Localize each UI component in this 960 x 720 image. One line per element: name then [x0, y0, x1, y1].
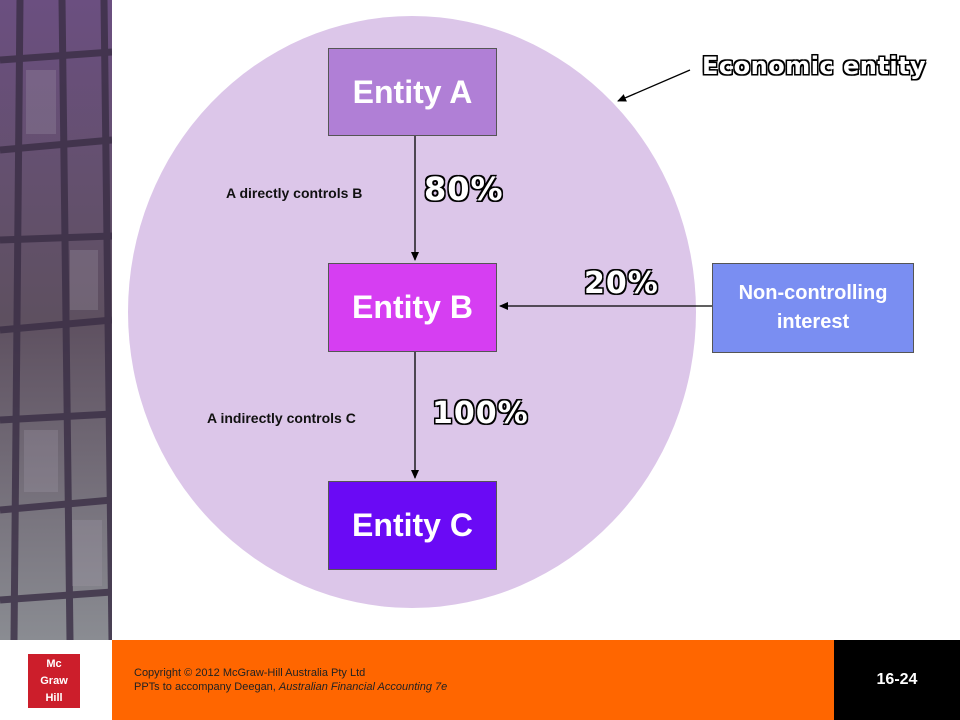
entity-c-box: Entity C [328, 481, 497, 570]
copyright-line1: Copyright © 2012 McGraw-Hill Australia P… [134, 666, 447, 680]
copyright-line2-prefix: PPTs to accompany Deegan, [134, 681, 279, 693]
logo-line1: Mc [28, 656, 80, 673]
entity-b-label: Entity B [352, 289, 473, 326]
page-number: 16-24 [877, 671, 918, 689]
page-number-box: 16-24 [834, 640, 960, 720]
footer-copyright-panel: Copyright © 2012 McGraw-Hill Australia P… [112, 640, 834, 720]
bc-percentage: 100% [432, 396, 529, 431]
ab-relation-label: A directly controls B [226, 185, 362, 201]
book-title: Australian Financial Accounting 7e [279, 681, 447, 693]
entity-c-label: Entity C [352, 507, 473, 544]
logo-line3: Hill [28, 690, 80, 707]
bc-relation-label: A indirectly controls C [207, 410, 356, 426]
nci-label-line2: interest [777, 308, 849, 337]
copyright-line2: PPTs to accompany Deegan, Australian Fin… [134, 680, 447, 694]
logo-line2: Graw [28, 673, 80, 690]
arrow-economic-entity [618, 70, 690, 101]
logo-area: Mc Graw Hill [0, 640, 112, 720]
nci-percentage: 20% [584, 266, 659, 301]
footer-bar: Mc Graw Hill Copyright © 2012 McGraw-Hil… [0, 640, 960, 720]
ab-percentage: 80% [424, 170, 504, 208]
economic-entity-label: Economic entity [702, 52, 926, 80]
nci-box: Non-controlling interest [712, 263, 914, 353]
nci-label-line1: Non-controlling [739, 279, 888, 308]
entity-a-label: Entity A [353, 74, 473, 111]
entity-a-box: Entity A [328, 48, 497, 136]
mcgraw-hill-logo: Mc Graw Hill [28, 654, 80, 708]
copyright-text: Copyright © 2012 McGraw-Hill Australia P… [134, 666, 447, 694]
entity-b-box: Entity B [328, 263, 497, 352]
